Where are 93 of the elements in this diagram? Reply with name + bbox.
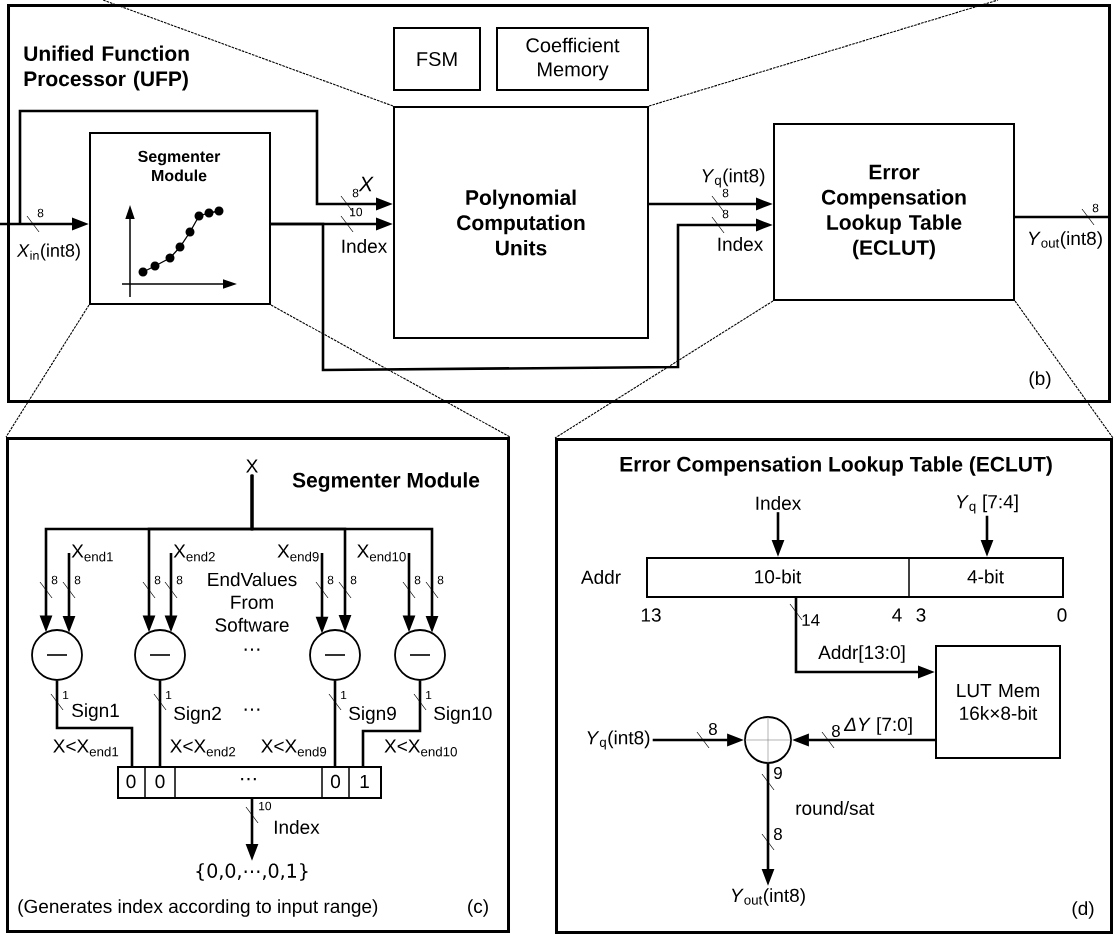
edge-label: ΔY [7:0] xyxy=(843,717,912,735)
edge-label: X xyxy=(358,176,374,192)
node-label: 4-bit xyxy=(967,569,1004,584)
bus-width-label: 8 xyxy=(437,575,444,585)
condition-label: X<X$_{end10}$ xyxy=(384,739,457,757)
edge-label: Y$_{q}$(int8) xyxy=(702,168,765,188)
panel-label: (c) xyxy=(468,899,488,917)
panel-title: Error Compensation Lookup Table (ECLUT) xyxy=(620,456,1052,476)
edge-label: Sign2 xyxy=(174,706,221,724)
signal-label: X$_{end1}$ xyxy=(71,544,113,562)
signal-label: X$_{end2}$ xyxy=(173,544,215,562)
bus-width-label: 8 xyxy=(154,575,161,585)
bus-width-label: 8 xyxy=(74,575,81,585)
signal-label: Index xyxy=(756,496,801,510)
bus-width-label: 8 xyxy=(1092,203,1099,213)
subtractor-circle xyxy=(31,629,83,681)
condition-label: X<X$_{end9}$ xyxy=(261,739,327,757)
bit-position-label: 3 xyxy=(916,608,926,622)
annotation-text: EndValues From Software xyxy=(208,572,297,632)
subtractor-circle xyxy=(309,629,361,681)
edge-label: Sign9 xyxy=(349,706,396,724)
bus-width-label: 9 xyxy=(774,767,782,779)
panel-label: (d) xyxy=(1072,901,1094,919)
zoom-guide-line xyxy=(270,304,511,438)
module-box: Error Compensation Lookup Table (ECLUT) xyxy=(773,123,1015,301)
ellipsis: ⋯ xyxy=(244,648,260,651)
edge-label: X$_{in}$(int8) xyxy=(16,243,80,261)
bus-width-label: 8 xyxy=(350,575,357,585)
edge-label: Index xyxy=(274,820,320,834)
signal-line xyxy=(333,680,337,766)
node-label: 10-bit xyxy=(755,569,802,584)
bus-width-label: 1 xyxy=(341,690,347,700)
subtractor-circle xyxy=(134,629,186,681)
edge-label: Addr[13:0] xyxy=(818,645,905,663)
edge-label: Sign10 xyxy=(434,706,492,724)
zoom-guide-line xyxy=(1014,300,1114,439)
ellipsis: ⋯ xyxy=(244,708,260,711)
signal-line xyxy=(1015,215,1108,219)
panel-label: (b) xyxy=(1029,371,1051,389)
bus-width-label: 8 xyxy=(327,575,334,585)
subtractor-circle xyxy=(394,629,446,681)
bus-width-label: 1 xyxy=(426,690,432,700)
signal-label: X$_{end10}$ xyxy=(357,544,406,562)
block-box: FSM xyxy=(393,27,481,91)
bus-width-label: 8 xyxy=(831,725,840,737)
bus-width-label: 14 xyxy=(802,614,820,626)
bus-width-label: 8 xyxy=(722,188,729,198)
bus-width-label: 10 xyxy=(350,207,363,217)
bus-width-label: 10 xyxy=(259,801,272,811)
panel-title: Segmenter Module xyxy=(292,472,480,492)
bus-width-label: 8 xyxy=(352,188,359,198)
signal-line xyxy=(361,680,422,766)
edge-label: Sign1 xyxy=(72,703,119,721)
signal-label: Y$_{out}$(int8) xyxy=(731,888,805,906)
signal-label: {0,0,⋯,0,1} xyxy=(196,863,308,881)
signal-label: X$_{end9}$ xyxy=(277,544,319,562)
zoom-guide-line xyxy=(5,304,90,438)
bus-width-label: 1 xyxy=(63,690,69,700)
edge-label: Index xyxy=(718,237,763,251)
module-box: Segmenter Module xyxy=(89,132,271,305)
bus-width-label: 8 xyxy=(722,209,729,219)
edge-label: Y$_{out}$(int8) xyxy=(1028,231,1102,249)
signal-label: Y$_{q}$ [7:4] xyxy=(957,494,1018,514)
panel-caption: (Generates index according to input range) xyxy=(18,899,378,917)
bus-width-label: 8 xyxy=(176,575,183,585)
bit-position-label: 4 xyxy=(892,608,902,622)
condition-label: X<X$_{end1}$ xyxy=(53,739,119,757)
register-bar: 0 0 ⋯ 0 1 xyxy=(117,765,382,799)
edge-label: Index xyxy=(342,239,388,253)
bit-position-label: 13 xyxy=(641,608,661,622)
module-box: Polynomial Computation Units xyxy=(393,106,649,339)
zoom-guide-line xyxy=(102,0,394,107)
panel-title: Unified Function Processor (UFP) xyxy=(24,45,189,91)
signal-line xyxy=(158,680,162,766)
memory-box: LUT Mem 16k×8-bit xyxy=(935,645,1061,759)
bus-width-label: 8 xyxy=(37,208,44,218)
register-label: Addr xyxy=(580,570,621,584)
zoom-guide-line xyxy=(648,0,999,107)
block-box: Coefficient Memory xyxy=(496,27,649,91)
signal-label: Y$_{q}$(int8) xyxy=(587,730,650,750)
zoom-guide-line xyxy=(554,300,774,439)
adder-circle xyxy=(744,716,792,764)
register-bar: 10-bit 4-bit xyxy=(646,556,1064,598)
condition-label: X<X$_{end2}$ xyxy=(170,739,236,757)
bus-width-label: 8 xyxy=(414,575,421,585)
bus-width-label: 8 xyxy=(773,828,782,840)
bit-position-label: 0 xyxy=(1057,608,1067,622)
edge-label: round/sat xyxy=(796,801,875,815)
bus-width-label: 8 xyxy=(708,723,717,735)
bus-width-label: 8 xyxy=(51,575,58,585)
signal-label: X xyxy=(246,459,258,473)
signal-line xyxy=(55,680,134,766)
bus-width-label: 1 xyxy=(166,690,172,700)
